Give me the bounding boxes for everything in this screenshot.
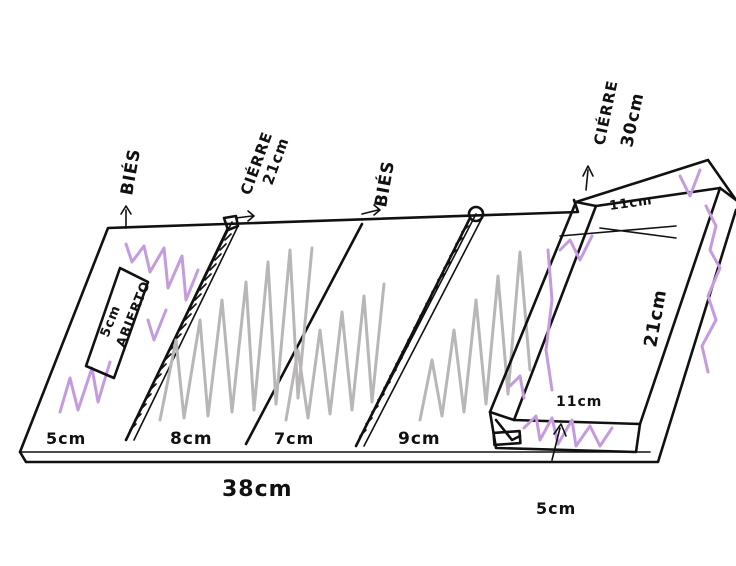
pouch-height: 21cm xyxy=(640,288,671,349)
label-zipper-2-size: 30cm xyxy=(617,91,648,149)
label-bias-2: BIÉS xyxy=(369,159,399,209)
pocket-4-width: 9cm xyxy=(398,429,441,449)
zipper-30cm xyxy=(355,205,485,447)
pouch-depth: 5cm xyxy=(536,499,576,518)
annotation-arrows xyxy=(120,165,594,461)
pocket-2-width: 8cm xyxy=(170,429,213,449)
purple-hatching-pocket-1 xyxy=(58,242,200,414)
mat-outline xyxy=(18,198,736,464)
grey-hatching xyxy=(158,246,532,422)
label-bias-1: BIÉS xyxy=(115,147,145,197)
pouch-box xyxy=(488,158,736,454)
open-5cm-tag: 5cm ABIERTO xyxy=(84,266,154,380)
pocket-dividers xyxy=(124,216,472,448)
zipper-21cm xyxy=(125,214,240,441)
pocket-3-width: 7cm xyxy=(274,429,314,448)
pouch-bottom-width: 11cm xyxy=(556,394,602,410)
pouch-top-width: 11cm xyxy=(608,193,653,214)
total-width: 38cm xyxy=(222,477,293,502)
pocket-1-width: 5cm xyxy=(46,429,86,448)
label-zipper-2: CIÉRRE xyxy=(589,78,621,147)
